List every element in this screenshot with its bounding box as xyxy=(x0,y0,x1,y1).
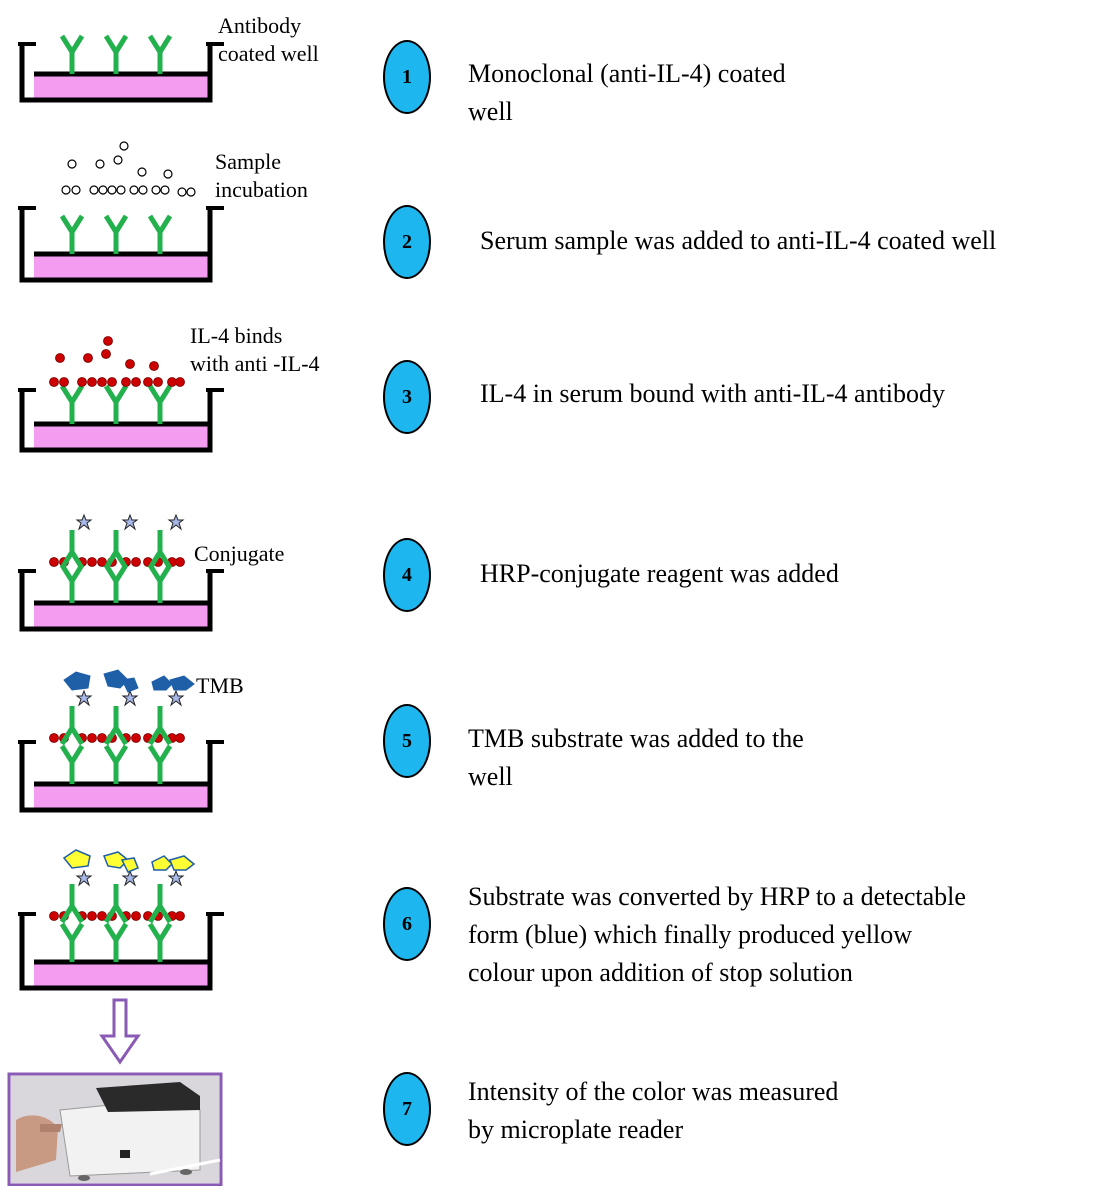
step-2-text: Serum sample was added to anti-IL-4 coat… xyxy=(480,226,997,255)
step-1-text: Monoclonal (anti-IL-4) coated well xyxy=(468,59,786,126)
panel-3-well xyxy=(18,336,224,453)
down-arrow-icon xyxy=(99,998,141,1065)
step-3-badge: 3 xyxy=(383,360,431,434)
step-3-text: IL-4 in serum bound with anti-IL-4 antib… xyxy=(480,379,946,408)
microplate-reader-image xyxy=(7,1072,223,1186)
step-5-text: TMB substrate was added to the well xyxy=(468,724,804,791)
il4-antigens xyxy=(49,336,185,387)
panel-1-well xyxy=(18,36,224,103)
step-5-badge: 5 xyxy=(383,704,431,778)
panel-2-well xyxy=(18,141,224,283)
panel-label-3: IL-4 binds with anti -IL-4 xyxy=(190,323,320,376)
yellow-product xyxy=(62,849,196,873)
panel-label-2: Sample incubation xyxy=(215,149,308,202)
step-7-badge: 7 xyxy=(383,1072,431,1146)
elisa-diagram xyxy=(7,0,224,1186)
panel-5-well xyxy=(18,669,224,813)
step-6-badge: 6 xyxy=(383,887,431,961)
panel-label-5: TMB xyxy=(196,673,244,698)
tmb-substrate xyxy=(63,669,195,693)
sample-particles xyxy=(61,141,196,197)
panel-label-1: Antibody coated well xyxy=(218,13,319,66)
step-7-text: Intensity of the color was measured by m… xyxy=(468,1077,839,1144)
step-6-text: Substrate was converted by HRP to a dete… xyxy=(468,882,966,987)
step-2-badge: 2 xyxy=(383,205,431,279)
step-4-text: HRP-conjugate reagent was added xyxy=(480,559,839,588)
panel-6-well xyxy=(18,849,224,991)
panel-label-4: Conjugate xyxy=(194,541,285,566)
step-1-badge: 1 xyxy=(383,40,431,114)
panel-4-well xyxy=(18,514,224,632)
step-4-badge: 4 xyxy=(383,538,431,612)
